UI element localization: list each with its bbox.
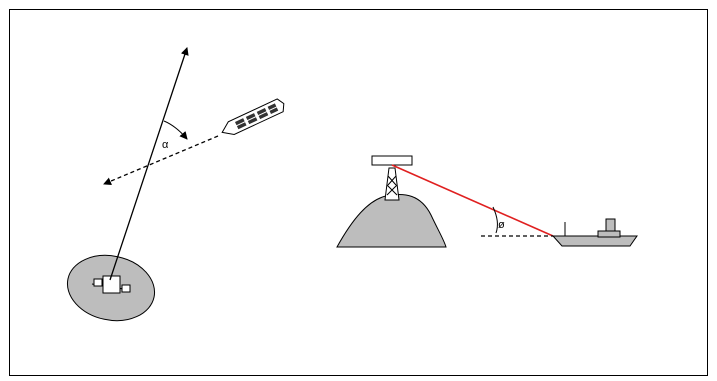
ship-icon (551, 218, 638, 247)
course-line (103, 135, 219, 185)
rocket-icon (221, 98, 285, 136)
phi-arc (492, 206, 498, 234)
phi-label: ø (498, 219, 505, 231)
bearing-line (109, 47, 189, 281)
figure-frame (9, 9, 708, 376)
alpha-arc (163, 120, 188, 140)
mountain-shape (336, 193, 447, 248)
left-diagram: α (66, 47, 285, 322)
right-diagram: ø (336, 155, 638, 248)
laser-line (391, 164, 554, 237)
transmission-tower-icon (371, 155, 413, 201)
alpha-label: α (162, 139, 169, 151)
